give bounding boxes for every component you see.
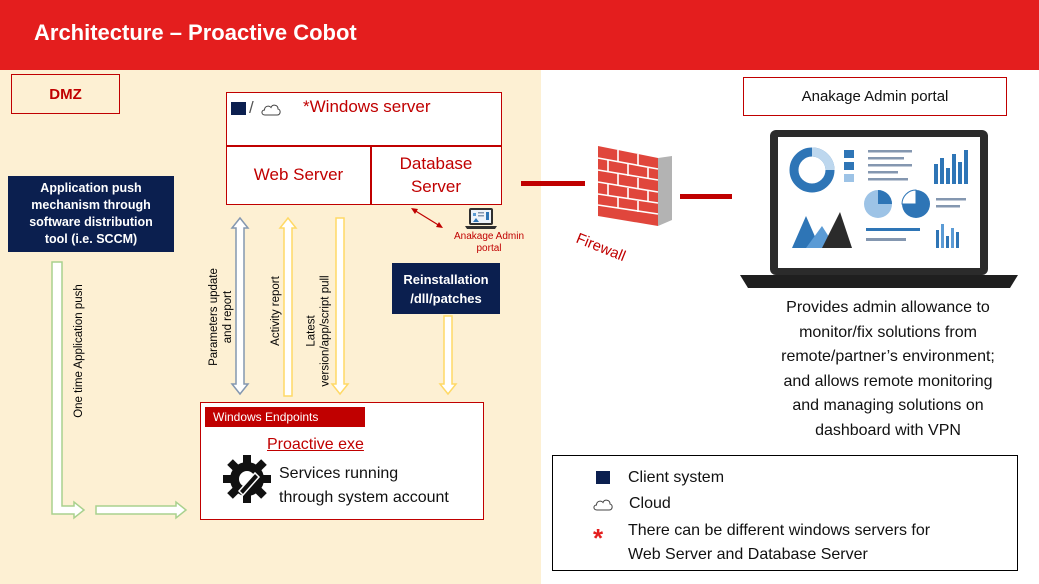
push-mechanism-line1: Application push (40, 181, 142, 195)
admin-description-line1: Provides admin allowance to (786, 299, 990, 316)
web-server-cell: Web Server (227, 146, 370, 204)
legend-client-square-icon (596, 471, 610, 484)
admin-description-line4: and allows remote monitoring (783, 372, 993, 390)
small-admin-portal-line1: Anakage Admin (453, 231, 525, 242)
client-system-square-icon (231, 102, 246, 115)
admin-description: Provides admin allowance to monitor/fix … (738, 296, 1038, 443)
latest-version-arrow (330, 217, 350, 396)
cloud-icon (261, 104, 281, 116)
dmz-label: DMZ (49, 85, 82, 103)
reinstallation-box: Reinstallation /dll/patches (392, 263, 500, 314)
latest-label-anchor: Latest version/app/script pull (306, 275, 332, 386)
windows-endpoints-box: Windows Endpoints Proactive exe Services… (200, 402, 484, 520)
db-portal-arrow-head-2 (436, 222, 443, 228)
server-divider-vertical (370, 145, 372, 205)
connector-line-right (680, 194, 732, 199)
admin-description-line2: monitor/fix solutions from (799, 323, 977, 341)
firewall-brick-wall-icon (597, 146, 672, 226)
gear-wrench-icon (223, 455, 271, 503)
small-admin-portal-line2: portal (476, 243, 502, 254)
windows-server-label: *Windows server (303, 97, 431, 116)
latest-version-line1: Latest (306, 315, 319, 347)
admin-portal-label-box: Anakage Admin portal (743, 77, 1007, 116)
services-line2: through system account (279, 489, 449, 506)
dmz-label-box: DMZ (11, 74, 120, 114)
database-server-label-line1: Database (399, 154, 473, 173)
admin-description-line3: remote/partner’s environment; (781, 348, 995, 365)
legend-box: Client system Cloud * There can be diffe… (552, 455, 1018, 571)
laptop-dashboard-icon (740, 130, 1018, 288)
push-mechanism-line2: mechanism through (31, 198, 151, 212)
web-server-label: Web Server (253, 165, 344, 184)
activity-report-arrow (278, 216, 298, 397)
legend-note-line2: Web Server and Database Server (628, 546, 868, 563)
parameters-label-anchor: Parameters update and report (208, 268, 234, 366)
latest-version-line2: version/app/script pull (320, 275, 333, 387)
activity-label-anchor: Activity report (270, 276, 282, 346)
windows-server-box: / *Windows server Web Server Database Se… (226, 92, 502, 205)
push-mechanism-line4: tool (i.e. SCCM) (44, 232, 138, 246)
one-time-push-arrow (51, 261, 86, 520)
parameters-update-line1: Parameters update (208, 268, 220, 366)
proactive-exe-label: Proactive exe (267, 436, 364, 453)
reinstallation-arrow (438, 315, 458, 396)
parameters-update-arrow (230, 216, 250, 396)
legend-cloud: Cloud (629, 495, 671, 512)
admin-description-line6: dashboard with VPN (815, 421, 961, 439)
latest-version-label: Latest version/app/script pull (305, 275, 333, 386)
endpoints-header: Windows Endpoints (205, 407, 365, 427)
admin-portal-label: Anakage Admin portal (801, 88, 949, 105)
slide-title: Architecture – Proactive Cobot (34, 20, 357, 45)
push-mechanism-line3: software distribution (29, 215, 153, 229)
legend-client-system: Client system (628, 469, 725, 486)
connector-line-left (521, 181, 585, 186)
parameters-update-line2: and report (222, 290, 234, 344)
firewall-label: Firewall (573, 230, 628, 266)
diagram-arrows (51, 208, 458, 520)
database-server-label-line2: Server (410, 177, 462, 196)
services-line1: Services running (279, 465, 399, 482)
activity-report-label: Activity report (270, 276, 283, 346)
server-divider (226, 145, 502, 147)
db-portal-arrow-head-1 (411, 208, 418, 214)
legend-cloud-icon (593, 499, 613, 511)
push-to-endpoints-arrow (95, 500, 188, 520)
database-server-cell: Database Server (371, 146, 501, 204)
legend-note-line1: There can be different windows servers f… (628, 522, 931, 539)
parameters-update-label: Parameters update and report (207, 268, 235, 366)
legend-note: There can be different windows servers f… (628, 519, 930, 567)
services-description: Services running through system account (279, 462, 449, 510)
small-laptop-icon (465, 208, 497, 229)
one-time-push-label: One time Application push (73, 284, 86, 418)
admin-description-line5: and managing solutions on (792, 397, 984, 414)
title-bar (0, 0, 1039, 70)
legend-asterisk: * (593, 523, 604, 553)
push-mechanism-box: Application push mechanism through softw… (8, 176, 174, 252)
reinstallation-line1: Reinstallation (403, 271, 489, 287)
small-admin-portal-label: Anakage Admin portal (446, 231, 532, 255)
reinstallation-line2: /dll/patches (410, 290, 482, 306)
icon-separator: / (249, 98, 254, 117)
one-time-push-label-anchor: One time Application push (73, 284, 85, 418)
